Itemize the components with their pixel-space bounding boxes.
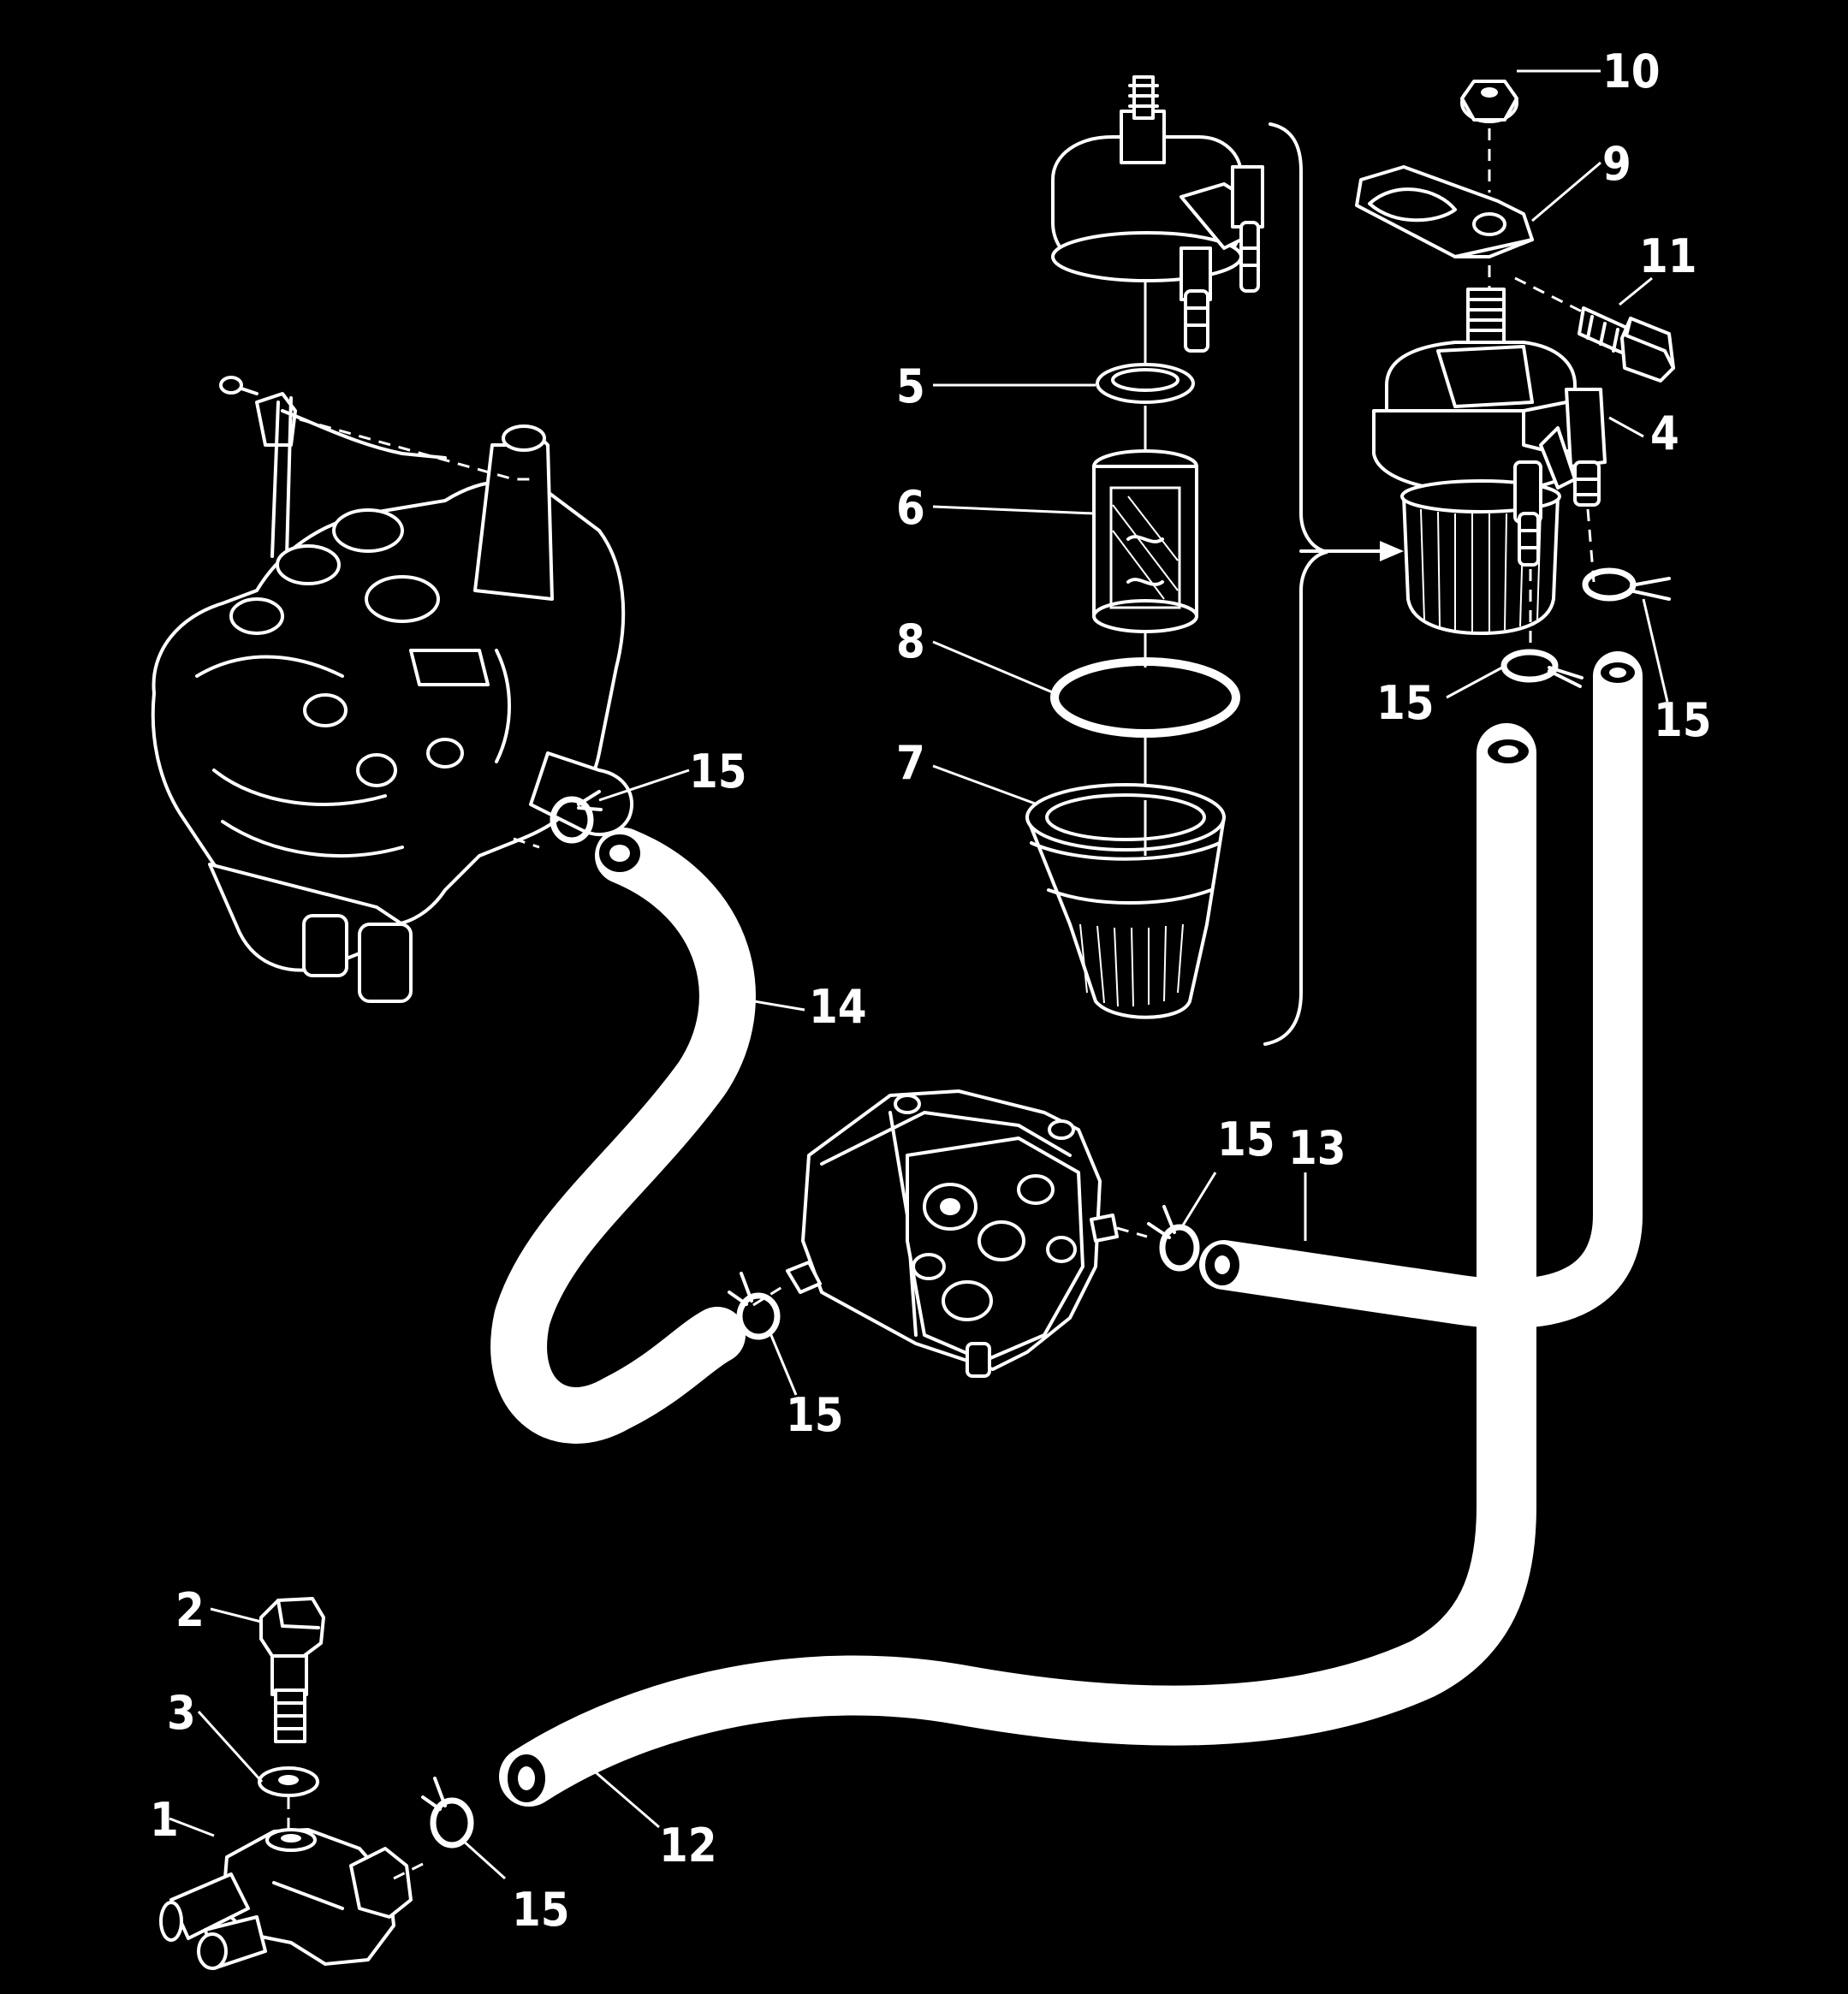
filter-element-6 <box>1092 449 1198 633</box>
fuel-filter-assembly-4 <box>1355 80 1607 650</box>
callout-6: 6 <box>896 481 925 535</box>
callout-12: 12 <box>659 1819 717 1872</box>
filter-head <box>1051 75 1264 353</box>
clamp-15-carburetor <box>550 790 603 844</box>
callout-14: 14 <box>809 980 867 1034</box>
callout-13: 13 <box>1288 1121 1346 1175</box>
filter-bowl-7 <box>1025 783 1226 1019</box>
callout-1: 1 <box>150 1793 179 1847</box>
callout-9: 9 <box>1602 137 1631 191</box>
callout-8: 8 <box>896 614 925 668</box>
hose-12 <box>499 723 1536 1807</box>
callout-10: 10 <box>1602 45 1661 98</box>
clamp-15-filter-right <box>1582 567 1671 602</box>
callout-15-carburetor: 15 <box>689 745 747 798</box>
bolt-2 <box>259 1597 325 1743</box>
callout-15-tee: 15 <box>512 1883 570 1937</box>
leader-lines <box>169 69 1669 1880</box>
clamp-15-filter-left <box>1500 649 1584 688</box>
callout-3: 3 <box>167 1686 196 1740</box>
fuel-pump <box>752 1089 1148 1378</box>
hose-14 <box>490 828 756 1444</box>
callout-5: 5 <box>896 359 925 413</box>
callout-2: 2 <box>175 1583 205 1637</box>
carburetor <box>151 376 634 1003</box>
clamp-15-tee <box>421 1777 474 1849</box>
callout-15-pump-outlet: 15 <box>1217 1113 1275 1166</box>
o-ring-8 <box>1050 657 1240 738</box>
tee-fitting-1 <box>159 1828 429 1970</box>
callout-15-filter-right: 15 <box>1654 693 1712 747</box>
clamp-15-pump-inlet <box>728 1272 781 1340</box>
bolt-11 <box>1514 276 1675 383</box>
washer-3 <box>258 1766 319 1797</box>
callout-11: 11 <box>1639 229 1697 283</box>
callout-15-pump-inlet: 15 <box>786 1388 844 1442</box>
callout-7: 7 <box>896 736 925 790</box>
seal-ring-5 <box>1096 363 1195 404</box>
callout-15-filter-left: 15 <box>1376 676 1435 730</box>
hose-13 <box>1199 651 1643 1329</box>
assembly-bracket <box>1263 122 1404 1046</box>
clamp-15-pump-outlet <box>1147 1205 1200 1272</box>
callout-4: 4 <box>1650 407 1679 460</box>
